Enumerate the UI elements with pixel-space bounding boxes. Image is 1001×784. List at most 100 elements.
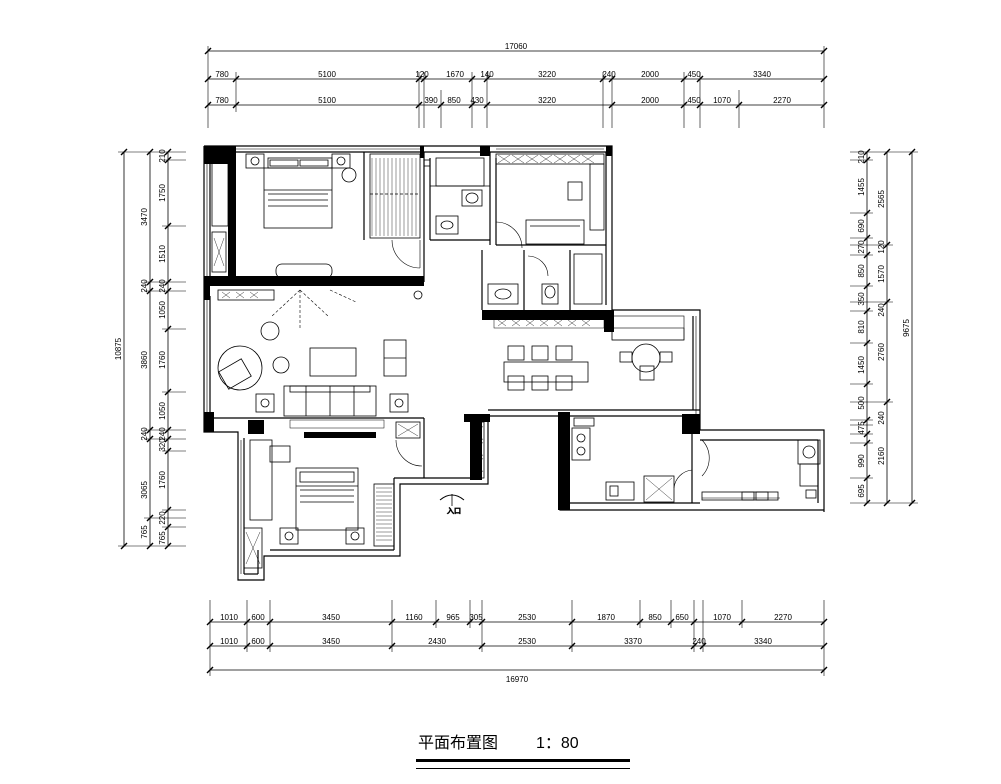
dim-label: 320 (158, 438, 167, 452)
desk (249, 439, 273, 521)
dim-label: 2270 (774, 613, 792, 622)
dim-label: 240 (877, 411, 886, 425)
wardrobe (373, 483, 395, 547)
shoe-cabinet (471, 421, 485, 479)
basin (487, 283, 519, 305)
dim-label: 2270 (773, 96, 791, 105)
dim-label: 3065 (140, 481, 149, 499)
dim-label: 1050 (158, 402, 167, 420)
dim-label: 780 (215, 96, 229, 105)
windows (206, 148, 780, 574)
top-dimensions (204, 46, 828, 128)
dim-label: 2160 (877, 447, 886, 465)
dim-label: 695 (857, 484, 866, 498)
basin (435, 215, 459, 235)
dim-label: 990 (857, 454, 866, 468)
dim-label: 3340 (753, 70, 771, 79)
dim-label: 2565 (877, 190, 886, 208)
dim-label: 210 (158, 149, 167, 163)
drawing-title-text: 平面布置图 (418, 733, 498, 752)
sink (605, 481, 635, 501)
top-dimension-labels: 17060 780 5100 120 1670 140 3220 240 200… (215, 42, 791, 105)
right-dimensions (850, 148, 918, 507)
dim-label: 120 (877, 240, 886, 254)
dim-label: 3370 (624, 637, 642, 646)
dim-label: 450 (687, 70, 701, 79)
dim-label: 765 (158, 531, 167, 545)
dim-label: 3220 (538, 96, 556, 105)
dim-top-total: 17060 (505, 42, 528, 51)
dim-label: 810 (857, 320, 866, 334)
structural-columns (204, 146, 700, 510)
sofa-bed (525, 219, 585, 245)
dim-label: 3340 (754, 637, 772, 646)
wardrobe (369, 153, 421, 239)
walls (203, 145, 825, 581)
third-bedroom (243, 439, 423, 569)
drawing-scale: 1：80 (536, 735, 579, 752)
dim-label: 1750 (158, 184, 167, 202)
dim-label: 1050 (158, 301, 167, 319)
right-dimension-labels: 9675 2565 1570 2760 2160 210 1455 690 12… (857, 150, 911, 498)
chair (531, 345, 549, 361)
dim-label: 1870 (597, 613, 615, 622)
stove (571, 427, 591, 461)
dim-label: 240 (158, 279, 167, 293)
round-table (631, 343, 661, 373)
chair (555, 345, 573, 361)
drawing-title: 平面布置图 1：80 (416, 733, 630, 769)
dim-label: 1450 (857, 356, 866, 374)
dim-label: 2430 (428, 637, 446, 646)
living-room (217, 289, 423, 439)
lamp-chair (341, 167, 357, 183)
dim-label: 305 (469, 613, 483, 622)
dim-bottom-total: 16970 (506, 675, 529, 684)
dim-label: 2530 (518, 637, 536, 646)
dim-label: 765 (140, 525, 149, 539)
armchair (217, 345, 263, 391)
entry-area: 入口 (439, 421, 485, 515)
master-bedroom (211, 153, 421, 279)
dim-label: 2000 (641, 70, 659, 79)
dim-label: 5100 (318, 96, 336, 105)
bottom-dimensions (206, 600, 828, 676)
dim-right-total: 9675 (902, 319, 911, 337)
dim-label: 500 (857, 396, 866, 410)
bottom-dimension-labels: 1010 600 3450 1160 965 305 2530 1870 850… (220, 613, 792, 684)
window-bench (211, 159, 229, 227)
dim-label: 600 (251, 613, 265, 622)
dim-label: 390 (424, 96, 438, 105)
left-dimensions (118, 148, 186, 550)
storage-cabinet (243, 527, 263, 569)
dim-label: 3450 (322, 637, 340, 646)
dim-label: 600 (251, 637, 265, 646)
shelf (589, 163, 605, 231)
dim-label: 1760 (158, 351, 167, 369)
dim-label: 240 (140, 427, 149, 441)
dim-label: 780 (215, 70, 229, 79)
dim-label: 5100 (318, 70, 336, 79)
storage (395, 421, 421, 439)
dim-label: 240 (140, 279, 149, 293)
chair (507, 345, 525, 361)
dim-label: 240 (158, 427, 167, 441)
guest-bathroom (487, 253, 605, 329)
kitchen (571, 417, 693, 503)
toilet (541, 283, 559, 305)
dim-label: 690 (857, 219, 866, 233)
dining-table (503, 361, 589, 383)
dim-label: 850 (648, 613, 662, 622)
shower (435, 157, 485, 187)
dim-label: 1070 (713, 96, 731, 105)
washing-machine (797, 439, 821, 465)
shower (573, 253, 603, 305)
dim-label: 140 (480, 70, 494, 79)
nightstand (345, 527, 365, 545)
end-table (389, 393, 409, 413)
nightstand (331, 153, 351, 169)
balcony (701, 439, 821, 501)
bed (295, 467, 359, 531)
dim-label: 220 (158, 511, 167, 525)
storage-cabinet (211, 231, 227, 273)
